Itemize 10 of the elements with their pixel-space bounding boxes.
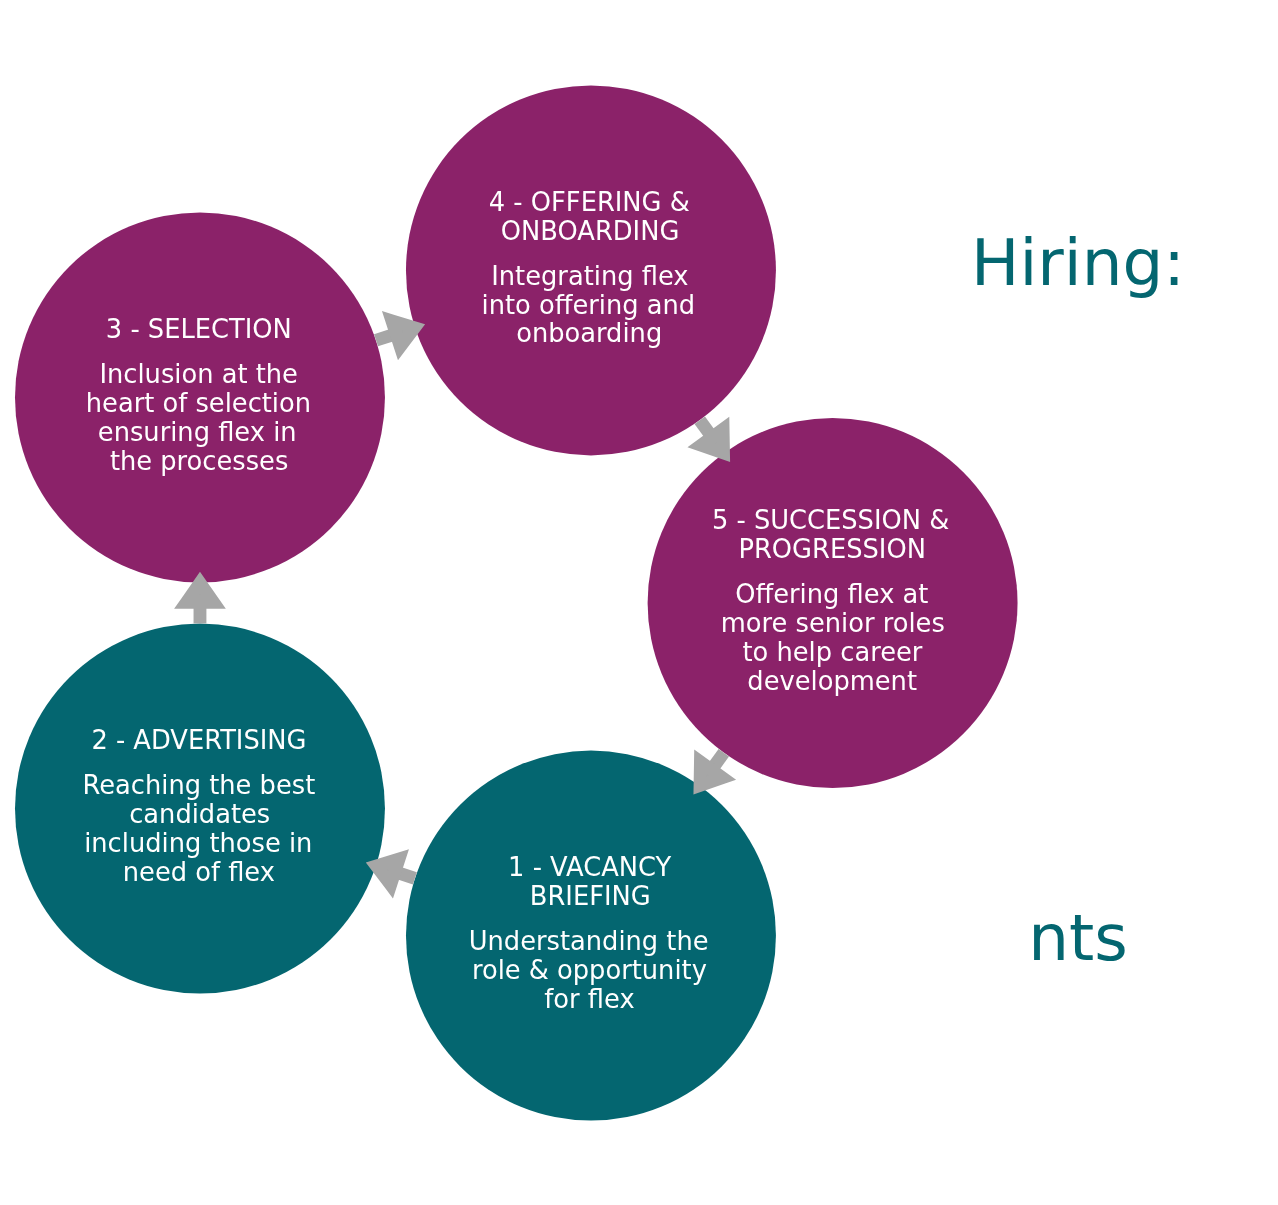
node-circle: 3 - SELECTION Inclusion at the heart of selection ensuring flex in the processes — [15, 212, 385, 582]
arrow — [174, 571, 226, 623]
arrow — [687, 415, 731, 462]
label: nts — [1028, 899, 1128, 975]
node-circle: 4 - OFFERING & ONBOARDING Integrating flex into offering and onboarding — [405, 84, 776, 455]
arrow — [693, 748, 737, 794]
node-circle: 2 - ADVERTISING Reaching the best candidates including those in need of flex — [15, 623, 385, 993]
label: Hiring: — [971, 224, 1185, 299]
arrow — [365, 848, 417, 898]
arrow — [374, 310, 426, 360]
